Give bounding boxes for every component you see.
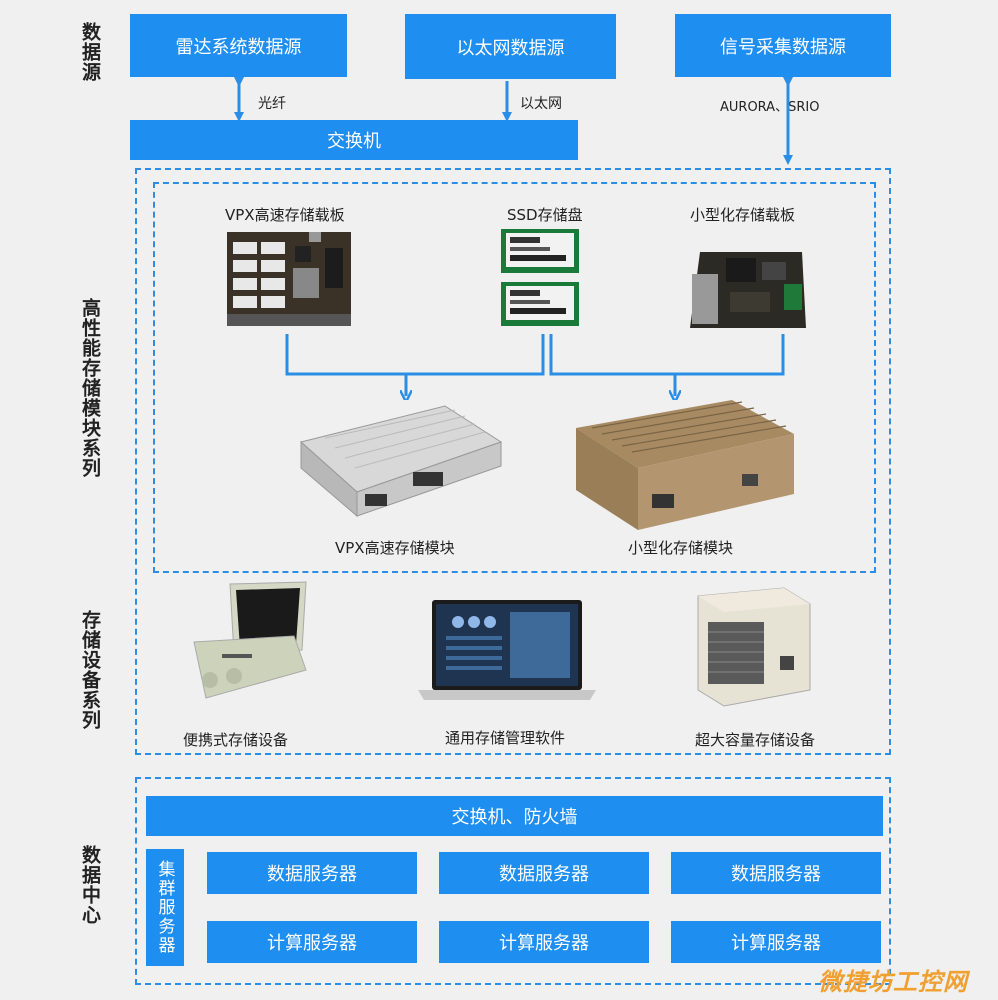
compute-server-1-label: 计算服务器 bbox=[267, 933, 357, 954]
ssd-image-bottom bbox=[501, 282, 579, 326]
signal-source-label: 信号采集数据源 bbox=[720, 36, 846, 58]
compute-server-3-label: 计算服务器 bbox=[731, 933, 821, 954]
vpx-board-caption: VPX高速存储载板 bbox=[225, 206, 345, 224]
small-module-image bbox=[576, 400, 794, 530]
side-label-data-center: 数据中心 bbox=[79, 844, 101, 925]
signal-source-box: 信号采集数据源 bbox=[675, 14, 891, 77]
switch-firewall-label: 交换机、防火墙 bbox=[451, 807, 578, 828]
switch-box: 交换机 bbox=[130, 120, 578, 160]
storage-outer-frame bbox=[135, 168, 891, 755]
datacenter-frame bbox=[135, 777, 891, 985]
software-laptop-image bbox=[418, 600, 596, 700]
radar-source-box: 雷达系统数据源 bbox=[130, 14, 347, 77]
vpx-module-image bbox=[299, 405, 503, 518]
portable-device-caption: 便携式存储设备 bbox=[183, 731, 289, 749]
radar-source-label: 雷达系统数据源 bbox=[175, 36, 302, 58]
compute-server-1: 计算服务器 bbox=[207, 921, 417, 963]
small-module-caption: 小型化存储模块 bbox=[628, 539, 734, 557]
vpx-board-image bbox=[227, 232, 351, 326]
switch-label: 交换机 bbox=[327, 131, 381, 152]
portable-device-image bbox=[193, 581, 307, 699]
data-server-3: 数据服务器 bbox=[671, 852, 881, 894]
ethernet-link-label: 以太网 bbox=[520, 96, 562, 112]
small-board-image bbox=[690, 252, 806, 328]
compute-server-3: 计算服务器 bbox=[671, 921, 881, 963]
ssd-image-top bbox=[501, 229, 579, 273]
storage-modules-frame bbox=[153, 182, 876, 573]
data-server-1-label: 数据服务器 bbox=[267, 864, 357, 885]
switch-firewall-box: 交换机、防火墙 bbox=[146, 796, 883, 836]
ethernet-source-label: 以太网数据源 bbox=[456, 37, 565, 59]
aurora-srio-label: AURORA、SRIO bbox=[720, 100, 820, 115]
vpx-module-caption: VPX高速存储模块 bbox=[335, 539, 455, 557]
compute-server-2: 计算服务器 bbox=[439, 921, 649, 963]
data-server-2: 数据服务器 bbox=[439, 852, 649, 894]
side-label-data-source: 数据源 bbox=[79, 22, 101, 82]
top-arrows bbox=[234, 77, 793, 165]
side-label-storage-devices: 存储设备系列 bbox=[79, 610, 101, 730]
large-device-caption: 超大容量存储设备 bbox=[695, 731, 816, 749]
small-board-caption: 小型化存储载板 bbox=[690, 206, 796, 224]
data-server-2-label: 数据服务器 bbox=[499, 864, 589, 885]
module-arrows bbox=[285, 334, 785, 400]
ssd-caption: SSD存储盘 bbox=[507, 206, 583, 224]
software-caption: 通用存储管理软件 bbox=[445, 729, 566, 747]
cluster-server-label: 集群服务器 bbox=[146, 849, 184, 966]
data-server-3-label: 数据服务器 bbox=[731, 864, 821, 885]
data-server-1: 数据服务器 bbox=[207, 852, 417, 894]
ethernet-source-box: 以太网数据源 bbox=[405, 14, 616, 79]
large-device-image bbox=[697, 587, 811, 707]
fiber-label: 光纤 bbox=[258, 96, 286, 112]
side-label-storage-modules: 高性能存储模块系列 bbox=[79, 298, 101, 478]
compute-server-2-label: 计算服务器 bbox=[499, 933, 589, 954]
watermark: 微捷坊工控网 bbox=[818, 968, 968, 996]
